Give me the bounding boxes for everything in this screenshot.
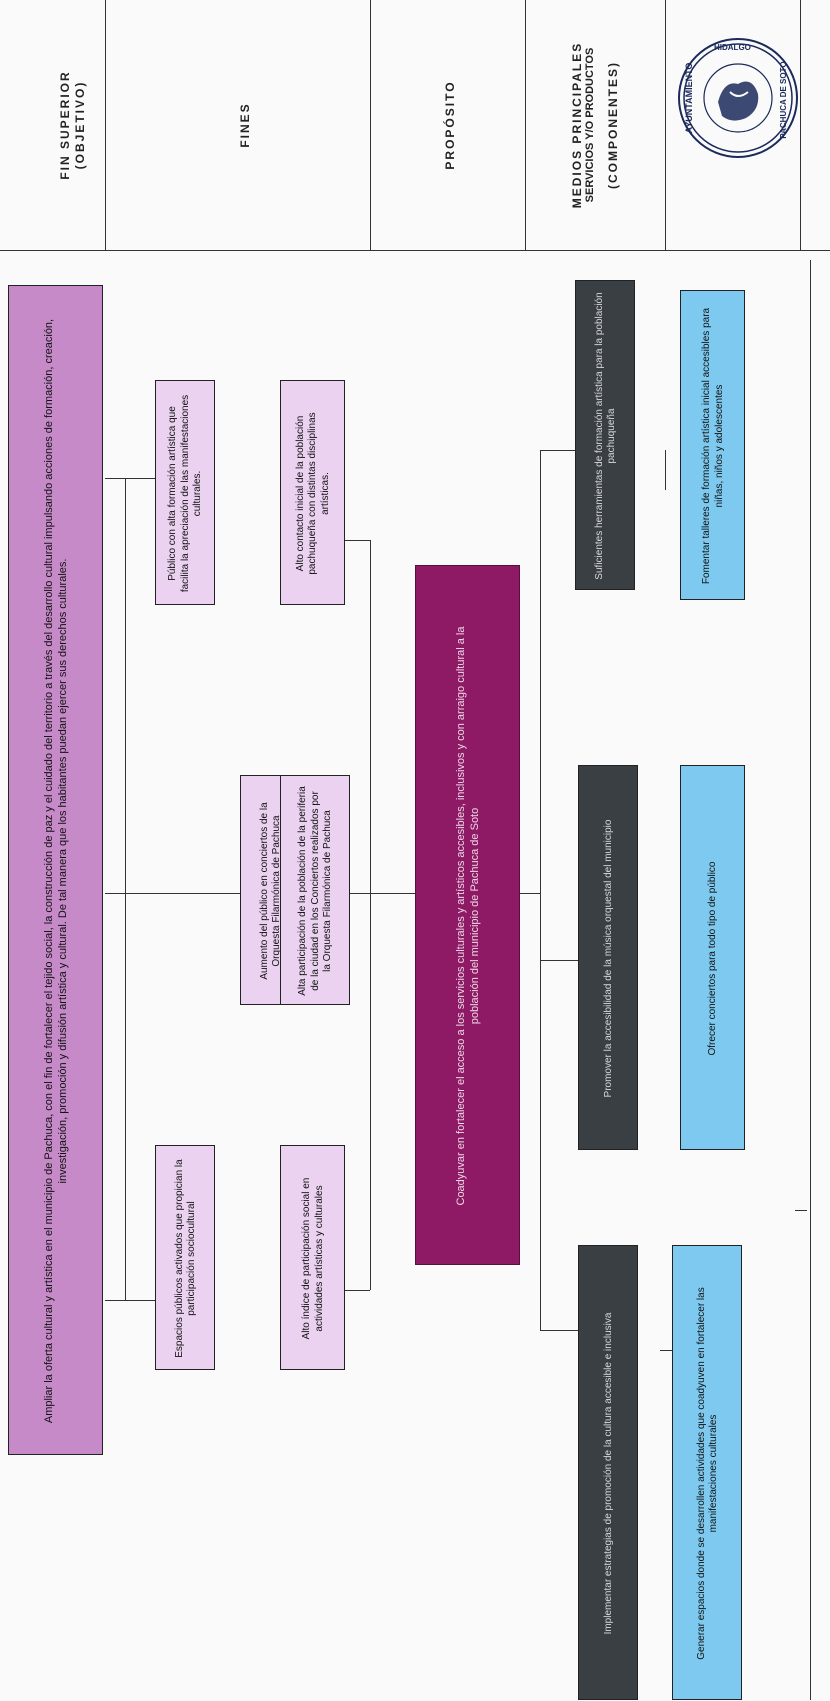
servicio-text-3: Fomentar talleres de formación artística… <box>701 307 725 585</box>
servicio-text-1: Generar espacios donde se desarrollen ac… <box>695 1287 720 1660</box>
fin-text-3-a: Público con alta formación artística que… <box>167 394 204 593</box>
servicio-box-3: Fomentar talleres de formación artística… <box>680 290 745 600</box>
medio-box-2: Promover la accesibilidad de la música o… <box>578 765 638 1150</box>
header-componentes-line1: MEDIOS PRINCIPALES <box>570 41 585 209</box>
fin-box-2-b: Alta participación de la población de la… <box>280 775 350 1005</box>
medio-text-2: Promover la accesibilidad de la música o… <box>602 819 614 1098</box>
medio-text-3: Suficientes herramientas de formación ar… <box>593 292 618 580</box>
fin-box-1-b: Alto índice de participación social en a… <box>280 1145 345 1370</box>
fin-text-3-b: Alto contacto inicial de la población pa… <box>294 412 331 575</box>
servicio-box-1: Generar espacios donde se desarrollen ac… <box>672 1245 742 1700</box>
fin-text-2-b: Alta participación de la población de la… <box>297 786 334 996</box>
header-fin-superior-line2: (OBJETIVO) <box>72 80 87 170</box>
seal-right-text: HIDALGO <box>714 43 751 52</box>
header-fin-superior-line1: FIN SUPERIOR <box>58 70 73 180</box>
medio-text-1: Implementar estrategias de promoción de … <box>602 1312 614 1635</box>
header-componentes-line3: (COMPONENTES) <box>605 61 620 189</box>
seal-top-text: AYUNTAMIENTO <box>684 62 694 134</box>
objetivo-text: Ampliar la oferta cultural y artística e… <box>42 318 69 1424</box>
objetivo-box: Ampliar la oferta cultural y artística e… <box>8 285 103 1455</box>
header-proposito-label: PROPÓSITO <box>442 80 457 170</box>
servicio-text-2: Ofrecer conciertos para todo tipo de púb… <box>707 861 719 1056</box>
proposito-box: Coadyuvar en fortalecer el acceso a los … <box>415 565 520 1265</box>
fin-box-1-a: Espacios públicos activados que propicia… <box>155 1145 215 1370</box>
seal-emblem-icon <box>683 43 793 153</box>
servicio-box-2: Ofrecer conciertos para todo tipo de púb… <box>680 765 745 1150</box>
header-column: FIN SUPERIOR (OBJETIVO) FINES PROPÓSITO … <box>0 0 830 251</box>
ayuntamiento-seal: AYUNTAMIENTO PACHUCA DE SOTO HIDALGO <box>678 38 798 158</box>
header-fines-label: FINES <box>237 102 252 148</box>
header-componentes-line2: SERVICIOS Y/O PRODUCTOS <box>584 47 597 203</box>
proposito-text: Coadyuvar en fortalecer el acceso a los … <box>454 626 481 1206</box>
fin-box-3-a: Público con alta formación artística que… <box>155 380 215 605</box>
medio-box-1: Implementar estrategias de promoción de … <box>578 1245 638 1700</box>
fin-text-1-a: Espacios públicos activados que propicia… <box>173 1159 198 1358</box>
fin-box-3-b: Alto contacto inicial de la población pa… <box>280 380 345 605</box>
medio-box-3: Suficientes herramientas de formación ar… <box>575 280 635 590</box>
fin-text-1-b: Alto índice de participación social en a… <box>301 1177 325 1340</box>
seal-bottom-text: PACHUCA DE SOTO <box>778 61 788 139</box>
